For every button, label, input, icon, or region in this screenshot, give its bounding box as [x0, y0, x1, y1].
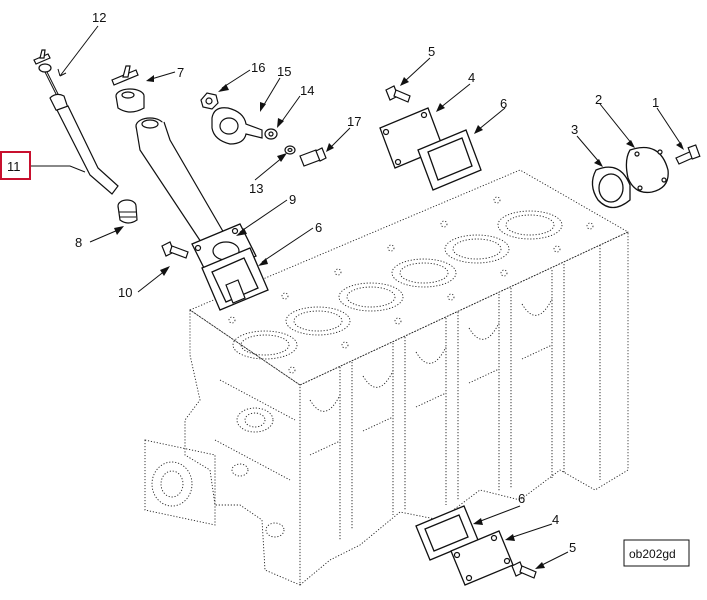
callout-3: 3 — [571, 122, 578, 137]
filler-tube — [135, 117, 229, 249]
bolt-part-1 — [675, 144, 701, 165]
callout-5b: 5 — [569, 540, 576, 555]
washer-part-14 — [264, 128, 278, 140]
dipstick — [33, 49, 61, 99]
clamp-part-15 — [211, 107, 263, 145]
engine-block — [144, 169, 629, 586]
callout-17: 17 — [347, 114, 361, 129]
round-gasket — [591, 166, 631, 209]
callout-11-highlight-box — [0, 151, 31, 180]
figure-id-badge: ob202gd — [623, 539, 690, 567]
callout-9: 9 — [289, 192, 296, 207]
callout-5a: 5 — [428, 44, 435, 59]
bolt-part-5-upper — [385, 85, 411, 103]
callout-6c: 6 — [518, 491, 525, 506]
callout-12: 12 — [92, 10, 106, 25]
callout-16: 16 — [251, 60, 265, 75]
callout-6a: 6 — [315, 220, 322, 235]
filler-cap — [111, 65, 145, 113]
nut-part-16 — [200, 92, 219, 110]
callout-2: 2 — [595, 92, 602, 107]
dipstick-tube — [49, 93, 119, 195]
callout-1: 1 — [652, 95, 659, 110]
upper-cover-gasket — [417, 129, 482, 191]
leader-lines — [30, 25, 684, 569]
round-cover-plate — [625, 146, 669, 194]
callout-4b: 4 — [552, 512, 559, 527]
tube-fitting — [117, 199, 138, 224]
callout-10: 10 — [118, 285, 132, 300]
washer-part-13 — [284, 145, 296, 155]
bolt-part-10 — [161, 241, 189, 259]
filler-flange-gasket — [201, 247, 269, 311]
figure-id: ob202gd — [629, 547, 676, 561]
callout-labels: 12 11 7 8 9 6 10 16 15 14 13 17 5 4 6 2 … — [0, 10, 659, 555]
callout-8: 8 — [75, 235, 82, 250]
bolt-part-5-lower — [511, 561, 537, 579]
callout-11[interactable]: 11 — [7, 159, 21, 174]
callout-14: 14 — [300, 83, 314, 98]
callout-7: 7 — [177, 65, 184, 80]
callout-13: 13 — [249, 181, 263, 196]
bolt-part-17 — [299, 147, 327, 167]
callout-4a: 4 — [468, 70, 475, 85]
callout-6b: 6 — [500, 96, 507, 111]
callout-15: 15 — [277, 64, 291, 79]
